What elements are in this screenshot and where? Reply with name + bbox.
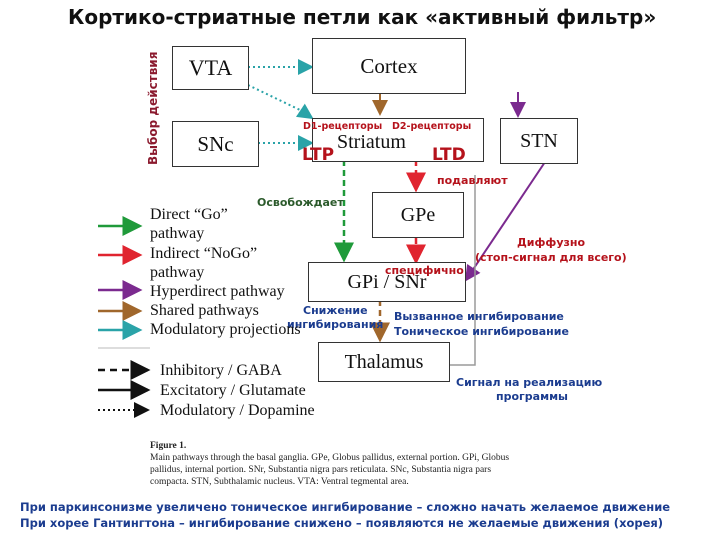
legend-indirect-label2: pathway (150, 264, 205, 281)
box-thalamus: Thalamus (318, 342, 450, 382)
striatum-label: Striatum (337, 131, 406, 153)
signal-label-line1: Сигнал на реализацию (456, 376, 603, 389)
ltd-label: LTD (432, 145, 466, 165)
box-vta: VTA (172, 46, 249, 90)
cortex-label: Cortex (360, 54, 418, 78)
legend-excitatory-label: Excitatory / Glutamate (160, 382, 306, 399)
figure-line-3: compacta. STN, Subthalamic nucleus. VTA:… (150, 477, 409, 487)
box-gpe: GPe (372, 192, 464, 238)
legend-direct-label2: pathway (150, 225, 205, 242)
decrease-label: Снижение (303, 304, 368, 317)
figure-label: Figure 1. (150, 441, 187, 451)
release-label: Освобождает (257, 196, 344, 209)
figure-line-1: Main pathways through the basal ganglia.… (150, 453, 510, 463)
inhibition-label: ингибирования (287, 318, 384, 331)
d1-receptors: D1-рецепторы (303, 121, 383, 132)
diffuse-label: Диффузно (517, 236, 586, 249)
snc-label: SNc (197, 132, 234, 156)
stn-gpi-arrow (464, 161, 546, 282)
figure-line-2: pallidus, internal portion. SNr, Substan… (150, 465, 492, 475)
specific-label: специфично (385, 264, 464, 277)
stop-signal-label: (стоп-сигнал для всего) (475, 251, 627, 264)
legend-direct-label: Direct “Go” (150, 206, 228, 223)
legend-indirect-label: Indirect “NoGo” (150, 245, 258, 262)
box-snc: SNc (172, 121, 259, 167)
gpe-label: GPe (400, 204, 436, 226)
ltp-label: LTP (302, 145, 335, 165)
bottom-note-parkinsonism: При паркинсонизме увеличено тоническое и… (20, 500, 671, 514)
figure-caption: Figure 1. Main pathways through the basa… (150, 440, 570, 488)
box-striatum: Striatum (312, 118, 484, 162)
legend-hyperdirect-label: Hyperdirect pathway (150, 283, 285, 300)
vta-striatum-arrow (247, 84, 314, 120)
d2-receptors: D2-рецепторы (392, 121, 472, 132)
vta-label: VTA (188, 55, 233, 80)
thalamus-cortex-return (448, 175, 476, 366)
gpi-label: GPi / SNr (347, 271, 427, 293)
page-title: Кортико-стриатные петли как «активный фи… (68, 5, 657, 29)
thalamus-label: Thalamus (344, 351, 424, 373)
legend-modulatory-label: Modulatory projections (150, 321, 301, 338)
suppress-label: подавляют (437, 174, 508, 187)
legend-dopamine-label: Modulatory / Dopamine (160, 402, 315, 419)
tonic-inhibition-label: Тоническое ингибирование (394, 325, 569, 338)
box-stn: STN (500, 118, 578, 164)
box-cortex: Cortex (312, 38, 466, 94)
legend-inhibitory-label: Inhibitory / GABA (160, 362, 282, 379)
evoked-inhibition-label: Вызванное ингибирование (394, 310, 564, 323)
legend-shared-label: Shared pathways (150, 302, 259, 319)
bottom-note-chorea: При хорее Гантингтона – ингибирование сн… (20, 516, 664, 530)
stn-label: STN (520, 130, 558, 152)
box-gpi: GPi / SNr (308, 262, 466, 302)
signal-label-line2: программы (496, 390, 569, 403)
